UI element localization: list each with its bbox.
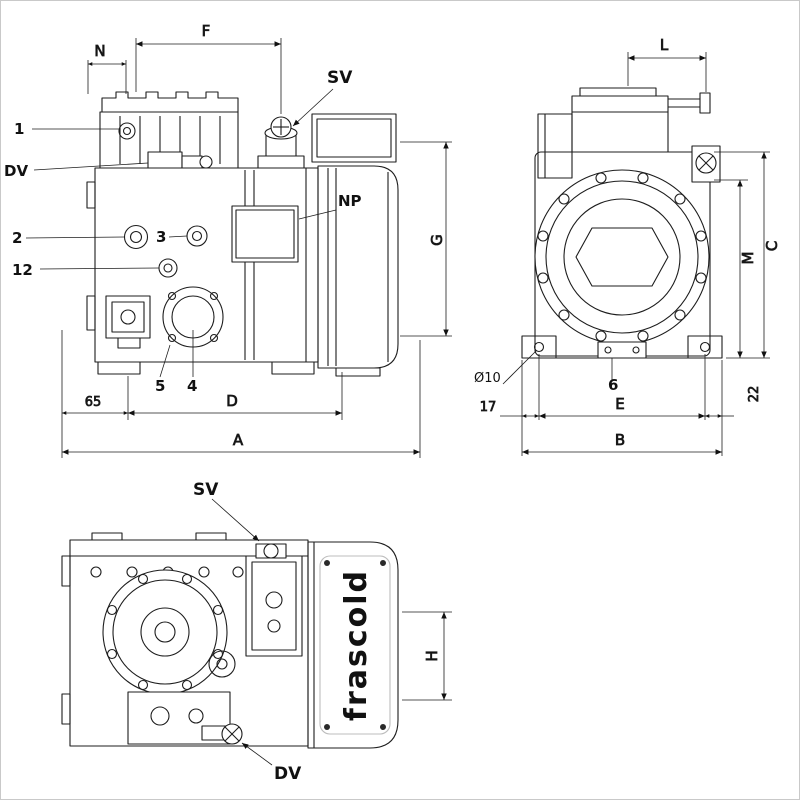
dim-label-65: 65 — [85, 395, 102, 410]
dim-C: C — [714, 151, 781, 359]
dim-H: H — [402, 611, 452, 701]
motor-foot — [335, 367, 381, 377]
stator-opening — [575, 227, 669, 287]
dim-label-b: B — [615, 431, 625, 449]
dim-N: N — [87, 42, 127, 94]
callout-label-4: 4 — [187, 377, 197, 395]
foot-hole-left — [533, 341, 545, 353]
callout-dv-top: DV — [241, 742, 302, 784]
port-3 — [186, 225, 208, 247]
top-view: frascold H SV DV — [61, 480, 452, 784]
dim-bottom-side: 65 D A — [61, 330, 421, 458]
suction-valve-side — [257, 116, 305, 169]
dim-M: M — [714, 179, 757, 358]
callout-3: 3 — [156, 228, 188, 246]
front-valve — [691, 145, 721, 183]
dim-label-22: 22 — [747, 386, 762, 403]
pipe-cap — [699, 92, 711, 114]
callout-label-dia10: Ø10 — [474, 371, 501, 386]
dim-label-g: G — [428, 234, 446, 246]
callout-label-5: 5 — [155, 377, 165, 395]
discharge-valve-side — [147, 151, 213, 169]
foot-right — [271, 361, 315, 375]
callout-label-dv-top: DV — [274, 764, 302, 784]
dim-label-17: 17 — [480, 400, 497, 415]
foot-hole-right — [699, 341, 711, 353]
callout-sv-top: SV — [193, 480, 260, 542]
callout-label-1: 1 — [14, 120, 24, 138]
port-2 — [123, 224, 149, 250]
oil-pump — [105, 295, 151, 349]
port-12 — [158, 258, 178, 278]
callout-dv-side: DV — [4, 162, 149, 180]
callout-2: 2 — [12, 229, 125, 247]
callout-dia10: Ø10 — [474, 350, 537, 386]
bottom-bracket — [597, 341, 647, 359]
callout-6: 6 — [608, 358, 618, 394]
dim-bottom-front: 17 E 22 B — [479, 354, 762, 456]
logo-plate: frascold — [319, 555, 391, 735]
side-view-body — [86, 91, 399, 377]
motor-top — [307, 541, 399, 749]
dim-G: G — [400, 141, 452, 337]
top-view-body: frascold — [61, 532, 399, 749]
front-left-block — [537, 113, 573, 179]
dim-label-c: C — [763, 241, 781, 251]
dim-label-m: M — [739, 252, 757, 265]
motor-flange — [534, 169, 710, 345]
callout-label-2: 2 — [12, 229, 22, 247]
callout-5: 5 — [155, 344, 171, 395]
brand-logo: frascold — [339, 569, 374, 721]
head-port-1 — [118, 122, 136, 140]
nameplate — [231, 205, 299, 263]
valve-plate-top — [245, 555, 303, 657]
callout-label-sv-top: SV — [193, 480, 219, 500]
callout-label-dv-side: DV — [4, 162, 28, 180]
callout-1: 1 — [14, 120, 119, 138]
front-view-body — [521, 87, 723, 359]
callout-sv-side: SV — [292, 68, 353, 127]
callout-12: 12 — [12, 261, 160, 279]
side-view: N F G 65 D A SV — [4, 22, 452, 458]
dim-label-n: N — [94, 42, 105, 60]
dim-label-f: F — [202, 22, 211, 40]
dim-label-l: L — [660, 36, 669, 54]
front-head — [571, 95, 669, 153]
callout-label-12: 12 — [12, 261, 33, 279]
dim-label-d: D — [226, 392, 238, 410]
suction-valve-top — [255, 543, 287, 559]
dim-label-e: E — [615, 395, 624, 413]
oil-pump-top — [127, 691, 243, 745]
terminal-box — [311, 113, 397, 163]
dim-label-h: H — [423, 650, 441, 661]
cylinder-head-top — [101, 91, 239, 112]
dim-label-a: A — [233, 431, 244, 449]
bearing-flange-top — [102, 569, 228, 695]
callout-4: 4 — [187, 330, 197, 395]
callout-label-sv-side: SV — [327, 68, 353, 88]
callout-label-np: NP — [338, 192, 362, 210]
dim-L: L — [627, 36, 707, 92]
callout-label-3: 3 — [156, 228, 166, 246]
callout-label-6: 6 — [608, 376, 618, 394]
front-view: L C M 17 E 22 B — [474, 36, 781, 456]
dim-F: F — [135, 22, 282, 114]
callout-np: NP — [298, 192, 362, 220]
boss-top — [208, 650, 236, 678]
foot-left — [97, 361, 141, 375]
